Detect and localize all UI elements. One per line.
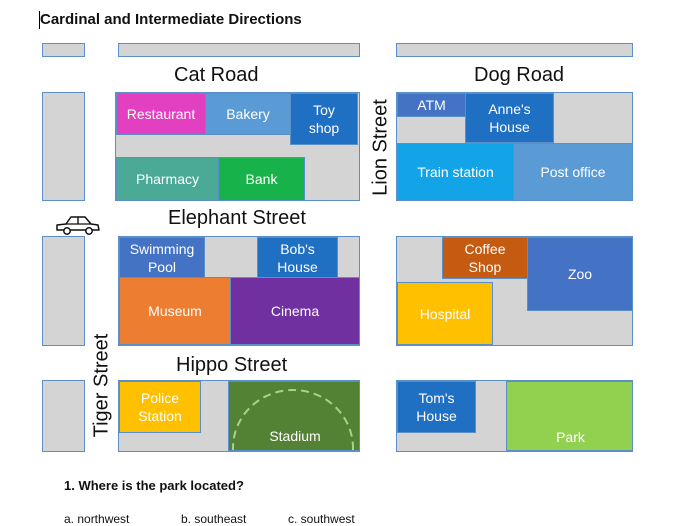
block-top-left — [42, 43, 85, 57]
block-row2-left — [42, 236, 85, 346]
building-stadium: Stadium — [228, 381, 360, 451]
text-cursor — [39, 11, 40, 29]
building-post-office: Post office — [513, 143, 633, 201]
building-toy-shop: Toy shop — [290, 93, 358, 145]
road-label-elephant-street: Elephant Street — [168, 207, 306, 229]
building-swimming-pool: Swimming Pool — [119, 237, 205, 278]
road-label-hippo-street: Hippo Street — [176, 354, 288, 376]
building-bank: Bank — [218, 157, 305, 201]
road-label-dog-road: Dog Road — [474, 64, 565, 86]
building-bakery: Bakery — [205, 93, 291, 135]
building-pharmacy: Pharmacy — [116, 157, 219, 201]
stadium-label: Stadium — [269, 428, 321, 444]
building-annes-house: Anne's House — [465, 93, 554, 143]
building-restaurant: Restaurant — [116, 93, 206, 135]
building-cinema: Cinema — [230, 277, 360, 345]
stadium-track — [232, 389, 354, 450]
park-label: Park — [556, 429, 585, 445]
page-title: Cardinal and Intermediate Directions — [40, 11, 302, 28]
road-label-lion-street: Lion Street — [369, 99, 392, 196]
building-park: Park — [506, 381, 633, 451]
block-row1-left — [42, 92, 85, 201]
building-toms-house: Tom's House — [397, 381, 476, 433]
building-museum: Museum — [119, 277, 231, 345]
block-top-right — [396, 43, 633, 57]
block-top-middle — [118, 43, 360, 57]
option-c[interactable]: c. southwest — [288, 512, 355, 526]
option-a[interactable]: a. northwest — [64, 512, 130, 526]
road-label-cat-road: Cat Road — [174, 64, 259, 86]
building-zoo: Zoo — [527, 237, 633, 311]
building-atm: ATM — [397, 93, 466, 117]
block-row3-left — [42, 380, 85, 452]
building-hospital: Hospital — [397, 282, 493, 345]
car-icon — [56, 216, 100, 235]
building-train-station: Train station — [397, 143, 514, 201]
question-text: 1. Where is the park located? — [64, 478, 244, 493]
option-b[interactable]: b. southeast — [181, 512, 247, 526]
building-bobs-house: Bob's House — [257, 237, 338, 278]
road-label-tiger-street: Tiger Street — [90, 333, 113, 438]
building-police-station: Police Station — [119, 381, 201, 433]
building-coffee-shop: Coffee Shop — [442, 237, 528, 279]
